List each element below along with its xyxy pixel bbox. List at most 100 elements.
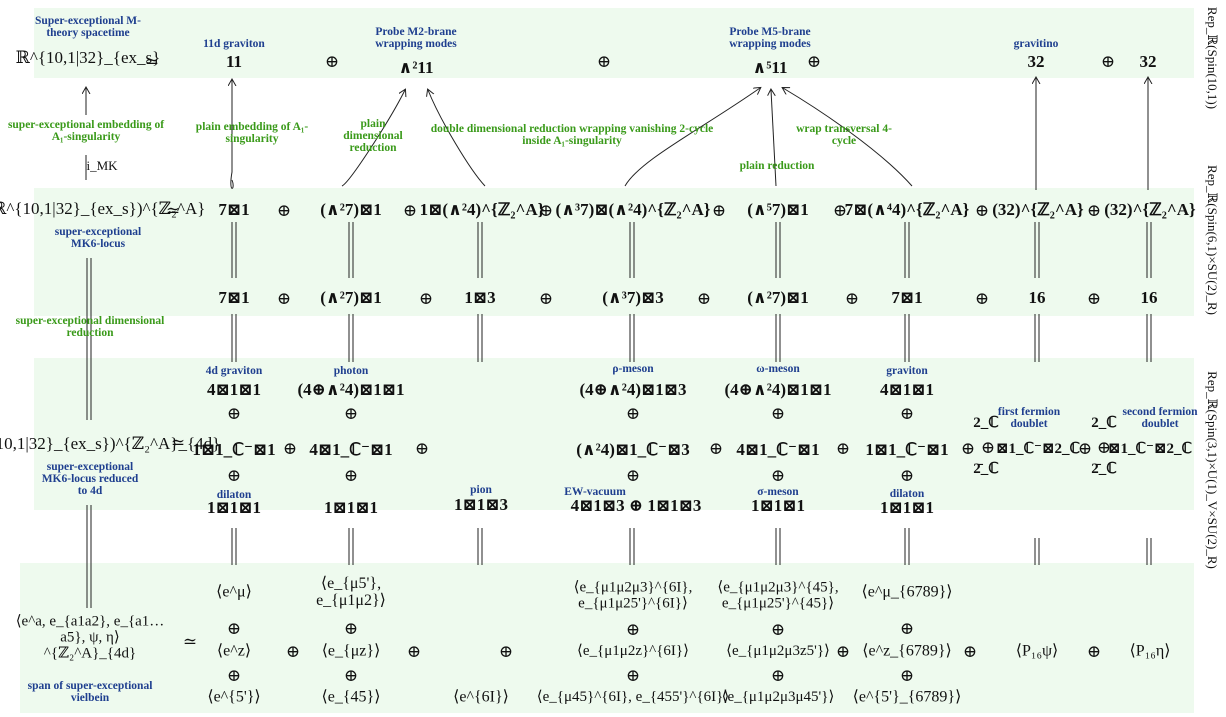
oplus: ⊕ [414, 439, 430, 459]
oplus: ⊕ [282, 439, 298, 459]
row4-mid: 1⊠1_ℂ⁻⊠1 [865, 440, 949, 460]
oplus: ⊕ [960, 439, 976, 459]
oplus: ⊕ [696, 289, 712, 309]
oplus: ⊕ [226, 619, 242, 639]
vielbein-col2: ⟨e_{μ5'}, e_{μ1μ2}⟩ [316, 575, 386, 609]
oplus: ⊕ [835, 439, 851, 459]
mk6-4d-math: (ℝ^{10,1|32}_{ex_s})^{ℤ₂^A}_{4d} [0, 434, 221, 454]
band-mk6 [34, 188, 1194, 316]
oplus: ⊕ [770, 666, 786, 686]
pion-math: 1⊠1⊠3 [454, 495, 508, 515]
oplus: ⊕ [1086, 289, 1102, 309]
oplus: ⊕ [226, 466, 242, 486]
vielbein-col1: ⟨e^z⟩ [216, 642, 252, 660]
oplus: ⊕ [276, 201, 292, 221]
oplus: ⊕ [962, 642, 978, 662]
dilaton-math: 1⊠1⊠1 [207, 498, 261, 518]
oplus: ⊕ [1077, 439, 1093, 459]
oplus: ⊕ [625, 620, 641, 640]
oplus: ⊕ [974, 201, 990, 221]
row2-term: (∧²7)⊠1 [320, 200, 382, 220]
spacetime-math: ℝ^{10,1|32}_{ex_s} [15, 48, 161, 68]
row3-term: 16 [1140, 288, 1158, 308]
oplus: ⊕ [844, 289, 860, 309]
row2-term: (∧³7)⊠(∧²4)^{ℤ₂^A} [555, 200, 711, 220]
vielbein-col4: ⟨e_{μ1μ2z}^{6I}⟩ [577, 643, 689, 660]
eta-term: ⟨P₁₆η⟩ [1129, 642, 1171, 660]
plain-embedding-label: plain embedding of A₁-singularity [195, 120, 309, 145]
oplus: ⊕ [625, 404, 641, 424]
imk-label: i_MK [86, 158, 118, 174]
row4-mid: 1⊠1_ℂ⁻⊠1 [192, 440, 276, 460]
fermion2-label: second fermion doublet [1122, 405, 1198, 430]
graviton-label: graviton [886, 364, 928, 377]
vielbein-col3: ⟨e^{6I}⟩ [453, 688, 509, 706]
rho-meson-label: ρ-meson [612, 362, 654, 375]
oplus: ⊕ [324, 52, 340, 72]
oplus: ⊕ [276, 289, 292, 309]
oplus: ⊕ [418, 289, 434, 309]
vielbein-col1: ⟨e^{5'}⟩ [207, 688, 261, 706]
plain-reduction-label: plain reduction [739, 159, 815, 172]
oplus: ⊕ [899, 404, 915, 424]
graviton-11d-math: 11 [225, 52, 243, 72]
vielbein-col6: ⟨e^{5'}_{6789}⟩ [852, 688, 962, 706]
sigma-meson-math: 1⊠1⊠1 [751, 496, 805, 516]
oplus: ⊕ [538, 289, 554, 309]
oplus: ⊕ [806, 52, 822, 72]
graviton-4d-label: 4d graviton [205, 364, 263, 377]
side-label-spin6: Rep_ℝ(Spin(6,1)×SU(2)_R) [1205, 165, 1220, 315]
oplus: ⊕ [899, 619, 915, 639]
row4-mid: 4⊠1_ℂ⁻⊠1 [736, 440, 820, 460]
m2-label: Probe M2-brane wrapping modes [375, 25, 457, 50]
plain-dim-red-label: plain dimensional reduction [343, 117, 403, 155]
oplus: ⊕ [980, 438, 996, 458]
band-4d [34, 358, 1194, 510]
sigma-meson-label: σ-meson [757, 485, 799, 498]
row4-bottom-math: 1⊠1⊠1 [324, 498, 378, 518]
two-c: 2_ℂ [973, 415, 999, 432]
row3-term: (∧²7)⊠1 [747, 288, 809, 308]
psi-term: ⟨P₁₆ψ⟩ [1015, 642, 1059, 660]
oplus: ⊕ [1096, 438, 1112, 458]
oplus: ⊕ [1100, 52, 1116, 72]
omega-meson-label: ω-meson [756, 362, 800, 375]
oplus: ⊕ [406, 642, 422, 662]
band-vielbein [20, 563, 1194, 713]
oplus: ⊕ [899, 466, 915, 486]
oplus: ⊕ [625, 666, 641, 686]
vielbein-col5: ⟨e_{μ1μ2μ3μ45'}⟩ [721, 689, 835, 706]
vielbein-math: ⟨e^a, e_{a1a2}, e_{a1…a5}, ψ, η⟩^{ℤ₂^A}_… [15, 613, 165, 661]
gravitino-math-2: 32 [1139, 52, 1157, 72]
oplus: ⊕ [1086, 201, 1102, 221]
pion-label: pion [470, 483, 492, 496]
row2-term: (∧⁵7)⊠1 [747, 200, 809, 220]
oplus: ⊕ [708, 439, 724, 459]
two-c-bar: 2̄_ℂ [973, 461, 999, 478]
vielbein-col5: ⟨e_{μ1μ2μ3z5'}⟩ [726, 643, 830, 660]
band-11d [34, 8, 1194, 78]
mk6-4d-label: super-exceptional MK6-locus reduced to 4… [41, 460, 139, 498]
vielbein-col1: ⟨e^μ⟩ [216, 583, 252, 601]
oplus: ⊕ [974, 289, 990, 309]
sim-row1: ≃ [144, 52, 160, 72]
mk6-label: super-exceptional MK6-locus [54, 225, 142, 250]
oplus: ⊕ [596, 52, 612, 72]
oplus: ⊕ [343, 404, 359, 424]
dim-red-label: super-exceptional dimensional reduction [15, 314, 165, 339]
oplus: ⊕ [711, 201, 727, 221]
gravitino-label: gravitino [1013, 37, 1059, 50]
row3-term: 1⊠3 [464, 288, 496, 308]
row2-term: 7⊠1 [218, 200, 250, 220]
oplus: ⊕ [343, 666, 359, 686]
m5-math: ∧⁵11 [752, 58, 788, 78]
side-label-spin3: Rep_ℝ(Spin(3,1)×U(1)_V×SU(2)_R) [1205, 371, 1220, 569]
vielbein-col4: ⟨e_{μ45}^{6I}, e_{455'}^{6I}⟩ [536, 689, 730, 706]
oplus: ⊕ [835, 642, 851, 662]
row3-term: 16 [1028, 288, 1046, 308]
oplus: ⊕ [226, 404, 242, 424]
oplus: ⊕ [498, 642, 514, 662]
oplus: ⊕ [770, 466, 786, 486]
gravitino-math: 32 [1027, 52, 1045, 72]
embedding-label: super-exceptional embedding of A₁-singul… [7, 118, 165, 143]
